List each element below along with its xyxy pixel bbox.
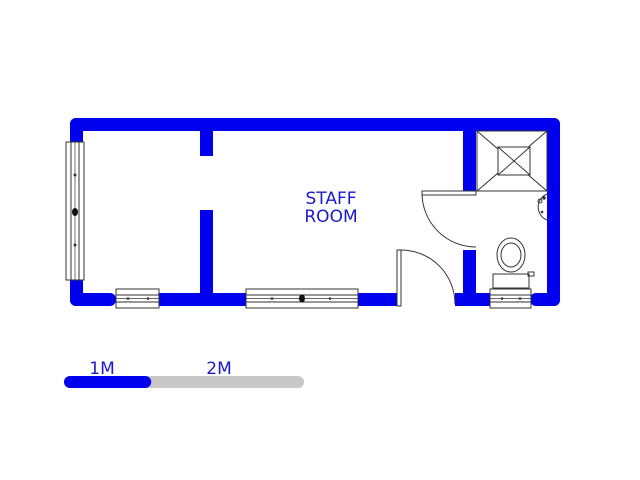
wall-top: [70, 118, 560, 131]
toilet: [492, 237, 535, 289]
bathroom-door: [421, 190, 477, 248]
wall-bottom-5: [530, 293, 560, 306]
shower: [476, 130, 548, 192]
scale-label-1m: 1M: [89, 359, 114, 379]
window-bottom-large: [245, 288, 359, 309]
basin: [537, 193, 548, 221]
room-label-line1: STAFF: [305, 189, 356, 209]
window-bathroom: [489, 288, 532, 309]
window-left: [65, 141, 85, 281]
entrance-door: [396, 249, 456, 307]
partition-left-top: [200, 118, 213, 156]
partition-bath-top: [463, 118, 476, 191]
scale-bar: 1M 2M: [64, 359, 304, 388]
scale-label-2m: 2M: [206, 359, 231, 379]
wall-right: [547, 118, 560, 306]
partition-left-bottom: [200, 210, 213, 306]
room-label-line2: ROOM: [304, 207, 357, 227]
window-bottom-small: [115, 288, 160, 309]
wall-bottom-3: [357, 293, 397, 306]
partition-bath-bottom: [463, 250, 476, 306]
wall-bottom-1: [70, 293, 116, 306]
